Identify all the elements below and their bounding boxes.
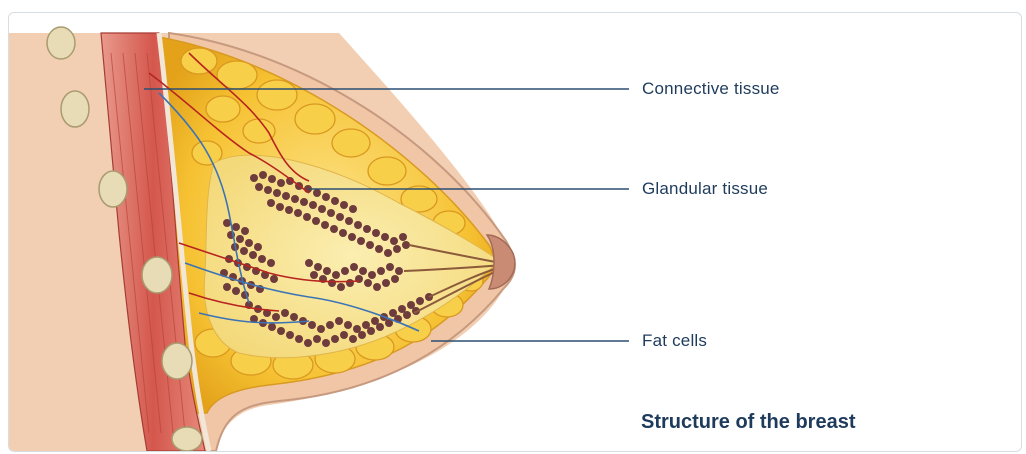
label-connective-tissue: Connective tissue <box>642 79 780 99</box>
label-fat-cells: Fat cells <box>642 331 707 351</box>
label-glandular-tissue: Glandular tissue <box>642 179 768 199</box>
diagram-title: Structure of the breast <box>641 411 855 434</box>
diagram-frame: Connective tissue Glandular tissue Fat c… <box>8 12 1022 452</box>
breast-cross-section-illustration <box>9 13 1021 451</box>
